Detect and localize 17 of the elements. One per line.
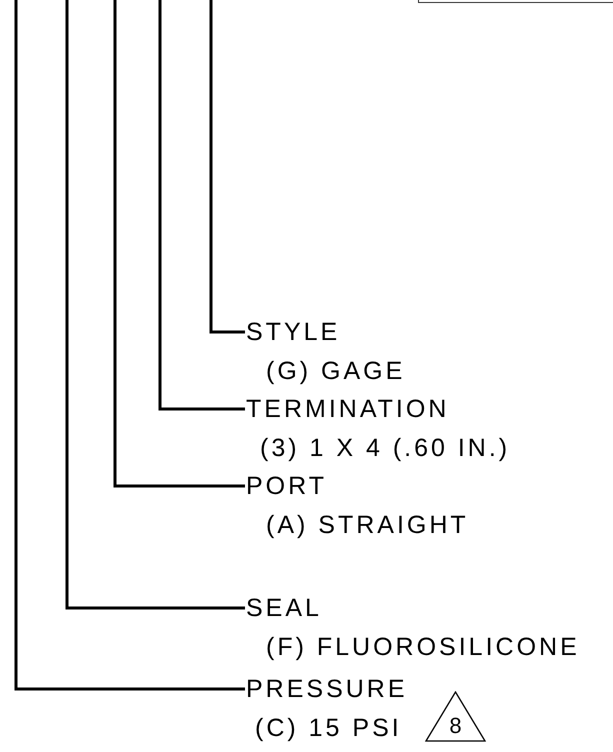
option-value: (C) 15 PSI: [254, 713, 402, 744]
option-heading: PORT: [246, 471, 327, 502]
leader-line: [158, 0, 245, 410]
option-value: (F) FLUOROSILICONE: [265, 632, 580, 663]
title-block-frame: [418, 0, 613, 3]
note-flag-triangle: 8: [425, 691, 486, 742]
option-heading: STYLE: [246, 317, 340, 348]
leader-line: [14, 0, 245, 690]
option-value: (A) STRAIGHT: [265, 510, 469, 541]
option-value: (G) GAGE: [265, 356, 406, 387]
option-heading: PRESSURE: [246, 674, 408, 705]
leader-line: [66, 0, 245, 610]
option-heading: TERMINATION: [246, 394, 450, 425]
leader-line: [210, 0, 245, 334]
option-value: (3) 1 X 4 (.60 IN.): [259, 433, 510, 464]
leader-line: [114, 0, 245, 488]
option-heading: SEAL: [246, 593, 322, 624]
